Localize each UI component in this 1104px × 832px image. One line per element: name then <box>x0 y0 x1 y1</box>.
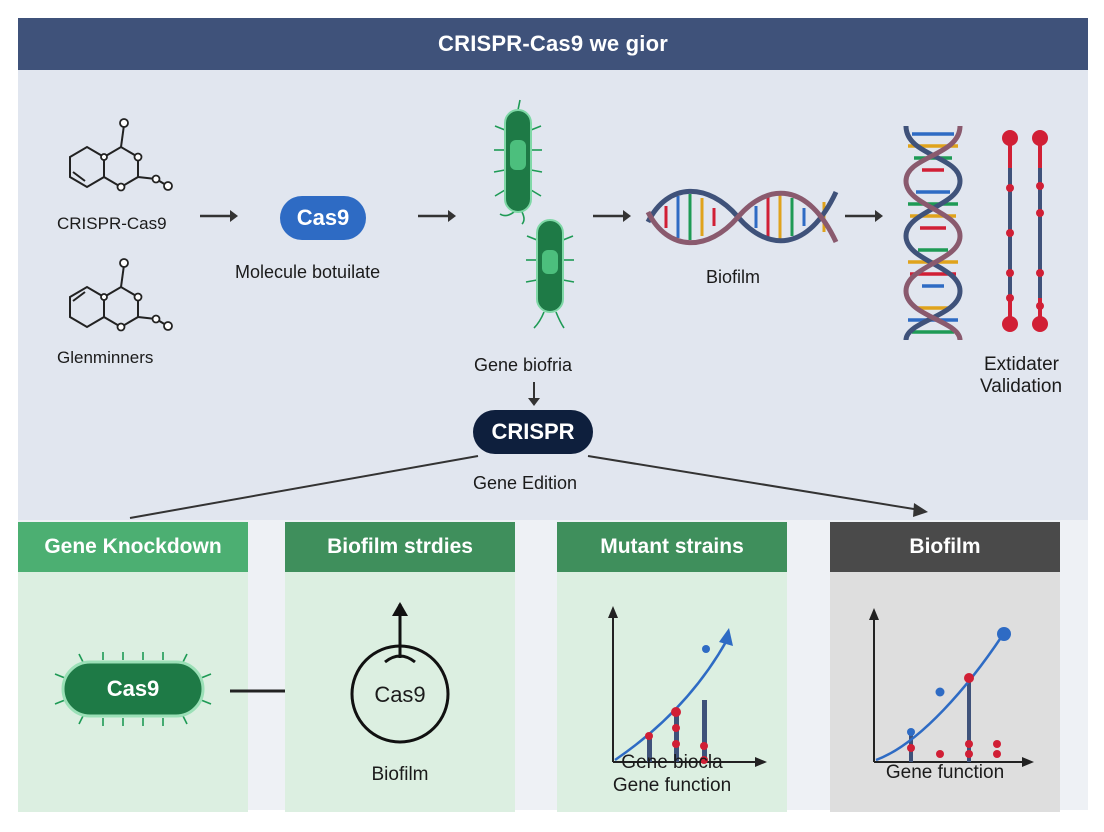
validation-strands-icon <box>1002 130 1048 332</box>
cas9-circle-icon <box>350 602 450 744</box>
arrow-right-icon <box>593 210 631 222</box>
card-biofilm: Biofilm Gene function <box>830 522 1060 812</box>
card-body: Gene function <box>830 572 1060 812</box>
arrow-right-icon <box>418 210 456 222</box>
gene-function-plot <box>869 608 1034 767</box>
card-body: Cas9 <box>18 572 248 812</box>
bacterium-cas9-icon <box>54 652 212 726</box>
molecule-structure-icon <box>69 258 173 332</box>
card-body: Gene biocla Gene function <box>557 572 787 812</box>
cas9-pill: Cas9 <box>106 676 160 701</box>
card-title: Biofilm strdies <box>285 522 515 572</box>
card-caption-line2: Gene function <box>612 775 732 796</box>
diagram-title: CRISPR-Cas9 we gior <box>18 18 1088 70</box>
card-biofilm-studies: Biofilm strdies Cas9 Biofilm <box>285 522 515 812</box>
arrow-down-icon <box>528 382 540 406</box>
card-title: Gene Knockdown <box>18 522 248 572</box>
card-caption-line1: Gene biocla <box>621 752 723 773</box>
bacteria-icon <box>493 99 575 329</box>
gene-edition-label: Gene Edition <box>473 473 578 493</box>
bacteria-label: Gene biofria <box>474 355 573 375</box>
validation-label-line2: Validation <box>980 376 1063 397</box>
validation-label-line1: Extidater <box>984 354 1059 375</box>
card-caption: Gene function <box>885 762 1005 783</box>
card-body: Cas9 Biofilm <box>285 572 515 812</box>
crispr-pill: CRISPR <box>473 410 593 454</box>
dna-label: Biofilm <box>706 267 761 287</box>
molecule-structure-icon <box>69 118 173 192</box>
dna-vertical-icon <box>903 125 963 341</box>
card-title: Mutant strains <box>557 522 787 572</box>
card-gene-knockdown: Gene Knockdown Cas9 <box>18 522 248 812</box>
arrow-right-icon <box>845 210 883 222</box>
molecule-label: Molecule botuilate <box>235 262 381 282</box>
molecule-label-crispr-cas9: CRISPR-Cas9 <box>57 214 167 233</box>
card-mutant-strains: Mutant strains Gene biocla Gene functio <box>557 522 787 812</box>
card-caption: Biofilm <box>371 764 429 785</box>
arrow-right-icon <box>200 210 238 222</box>
molecule-label-glenminners: Glenminners <box>57 348 154 367</box>
dna-helix-icon <box>645 188 839 246</box>
mutant-growth-plot <box>608 606 767 767</box>
circle-label: Cas9 <box>374 682 426 707</box>
card-title: Biofilm <box>830 522 1060 572</box>
cas9-pill: Cas9 <box>280 196 366 240</box>
